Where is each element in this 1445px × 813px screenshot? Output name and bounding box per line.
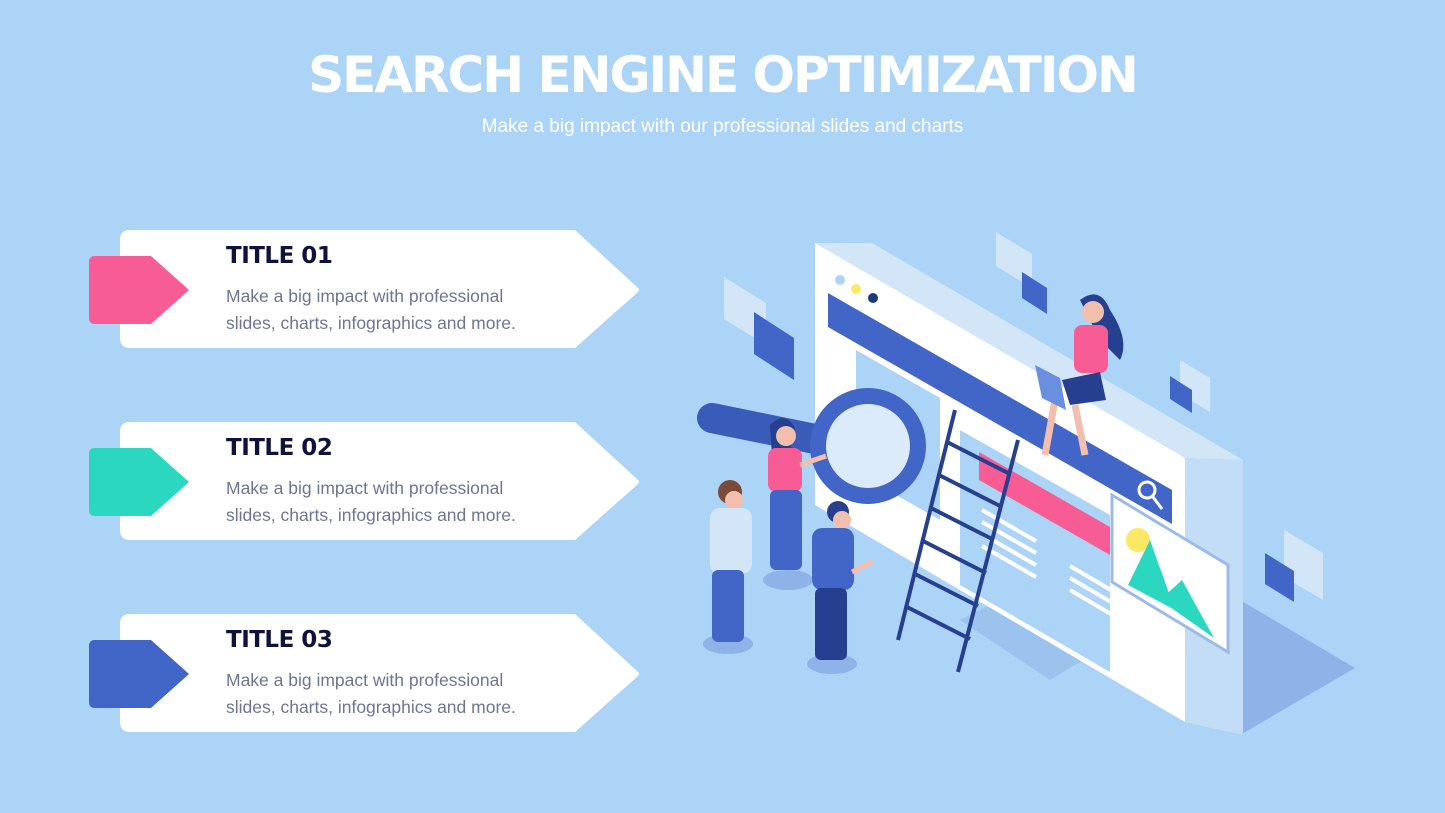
ladder-icon: [896, 409, 1020, 673]
blue-tag-icon: [89, 640, 189, 708]
people-group-icon: [703, 418, 874, 674]
desc-line: slides, charts, infographics and more.: [226, 505, 516, 525]
desc-line: Make a big impact with professional: [226, 478, 504, 498]
browser-window-icon: [815, 243, 1243, 735]
card-description: Make a big impact with professional slide…: [226, 283, 606, 337]
desc-line: slides, charts, infographics and more.: [226, 697, 516, 717]
info-card-3: TITLE 03 Make a big impact with professi…: [89, 614, 640, 732]
pink-tag-icon: [89, 256, 189, 324]
desc-line: Make a big impact with professional: [226, 286, 504, 306]
slide-subtitle: Make a big impact with our professional …: [481, 116, 964, 137]
image-card-icon: [1110, 492, 1230, 655]
card-title: TITLE 03: [226, 627, 333, 653]
card-arrow-shape: [120, 422, 639, 540]
desc-line: Make a big impact with professional: [226, 670, 504, 690]
card-title: TITLE 01: [226, 243, 333, 269]
magnifier-icon: [697, 388, 926, 504]
desc-line: slides, charts, infographics and more.: [226, 313, 516, 333]
woman-sitting-icon: [1035, 294, 1124, 456]
card-description: Make a big impact with professional slide…: [226, 475, 606, 529]
card-description: Make a big impact with professional slide…: [226, 667, 606, 721]
card-arrow-shape: [120, 230, 639, 348]
floating-squares-icon: [724, 232, 1323, 602]
info-card-1: TITLE 01 Make a big impact with professi…: [89, 230, 640, 348]
card-arrow-shape: [120, 614, 639, 732]
card-title: TITLE 02: [226, 435, 333, 461]
teal-tag-icon: [89, 448, 189, 516]
shadow: [1240, 600, 1355, 735]
slide-title: SEARCH ENGINE OPTIMIZATION: [308, 46, 1139, 104]
info-card-2: TITLE 02 Make a big impact with professi…: [89, 422, 640, 540]
